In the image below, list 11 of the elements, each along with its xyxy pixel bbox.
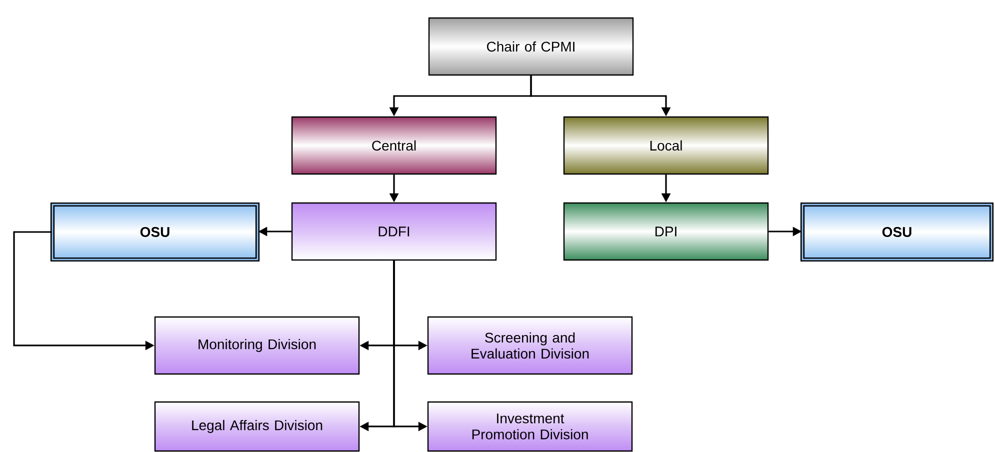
org-box: Investment Promotion Division: [427, 401, 633, 452]
org-box: Monitoring Division: [154, 316, 360, 375]
org-box: DDFI: [291, 202, 497, 261]
org-box: Chair of CPMI: [428, 17, 634, 76]
org-box: OSU: [800, 202, 994, 262]
org-box: Central: [291, 116, 497, 175]
org-box: DPI: [563, 202, 769, 261]
org-box: Local: [563, 116, 769, 175]
org-box: Screening and Evaluation Division: [427, 316, 633, 375]
org-box: Legal Affairs Division: [154, 401, 360, 452]
org-box: OSU: [50, 202, 260, 262]
